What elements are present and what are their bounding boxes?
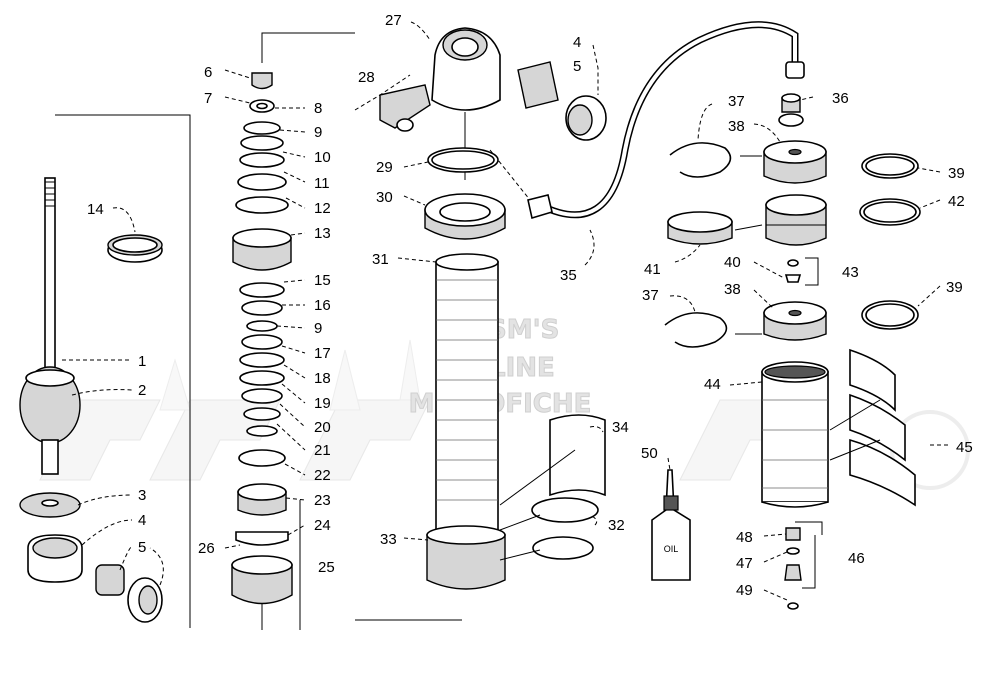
reservoir-group — [664, 93, 921, 610]
callout-2: 2 — [138, 382, 146, 399]
callout-25: 25 — [318, 559, 335, 576]
callout-21: 21 — [314, 442, 331, 459]
callout-labels: 1 2 3 4 5 14 6 7 8 9 10 11 12 13 15 16 9… — [87, 12, 973, 599]
callout-18: 18 — [314, 370, 331, 387]
callout-45: 45 — [956, 439, 973, 456]
callout-4: 4 — [138, 512, 146, 529]
callout-35: 35 — [560, 267, 577, 284]
callout-37b: 37 — [642, 287, 659, 304]
callout-41: 41 — [644, 261, 661, 278]
callout-6: 6 — [204, 64, 212, 81]
callout-30: 30 — [376, 189, 393, 206]
callout-32: 32 — [608, 517, 625, 534]
callout-9b: 9 — [314, 320, 322, 337]
callout-15: 15 — [314, 272, 331, 289]
callout-24: 24 — [314, 517, 331, 534]
svg-text:OIL: OIL — [664, 544, 679, 554]
callout-36: 36 — [832, 90, 849, 107]
callout-9: 9 — [314, 124, 322, 141]
valve-stack — [231, 32, 355, 630]
callout-29: 29 — [376, 159, 393, 176]
callout-10: 10 — [314, 149, 331, 166]
callout-38: 38 — [728, 118, 745, 135]
callout-4b: 4 — [573, 34, 581, 51]
callout-31: 31 — [372, 251, 389, 268]
shaft-group — [19, 114, 191, 628]
callout-39b: 39 — [946, 279, 963, 296]
callout-43: 43 — [842, 264, 859, 281]
callout-1: 1 — [138, 353, 146, 370]
callout-16: 16 — [314, 297, 331, 314]
callout-33: 33 — [380, 531, 397, 548]
callout-48: 48 — [736, 529, 753, 546]
callout-38b: 38 — [724, 281, 741, 298]
callout-11: 11 — [314, 175, 330, 192]
shock-body: OIL — [354, 21, 805, 621]
callout-42: 42 — [948, 193, 965, 210]
callout-28: 28 — [358, 69, 375, 86]
callout-49: 49 — [736, 582, 753, 599]
callout-19: 19 — [314, 395, 331, 412]
callout-5: 5 — [138, 539, 146, 556]
callout-20: 20 — [314, 419, 331, 436]
callout-3: 3 — [138, 487, 146, 504]
callout-44: 44 — [704, 376, 721, 393]
callout-39: 39 — [948, 165, 965, 182]
callout-7: 7 — [204, 90, 212, 107]
callout-34: 34 — [612, 419, 629, 436]
callout-17: 17 — [314, 345, 331, 362]
callout-26: 26 — [198, 540, 215, 557]
callout-5b: 5 — [573, 58, 581, 75]
callout-23: 23 — [314, 492, 331, 509]
callout-47: 47 — [736, 555, 753, 572]
callout-46: 46 — [848, 550, 865, 567]
callout-12: 12 — [314, 200, 331, 217]
callout-22: 22 — [314, 467, 331, 484]
callout-40: 40 — [724, 254, 741, 271]
watermark-logo — [39, 339, 970, 490]
callout-37: 37 — [728, 93, 745, 110]
callout-14: 14 — [87, 201, 104, 218]
stack-leaders — [224, 69, 306, 630]
callout-13: 13 — [314, 225, 331, 242]
callout-27: 27 — [385, 12, 402, 29]
callout-8: 8 — [314, 100, 322, 117]
callout-50: 50 — [641, 445, 658, 462]
